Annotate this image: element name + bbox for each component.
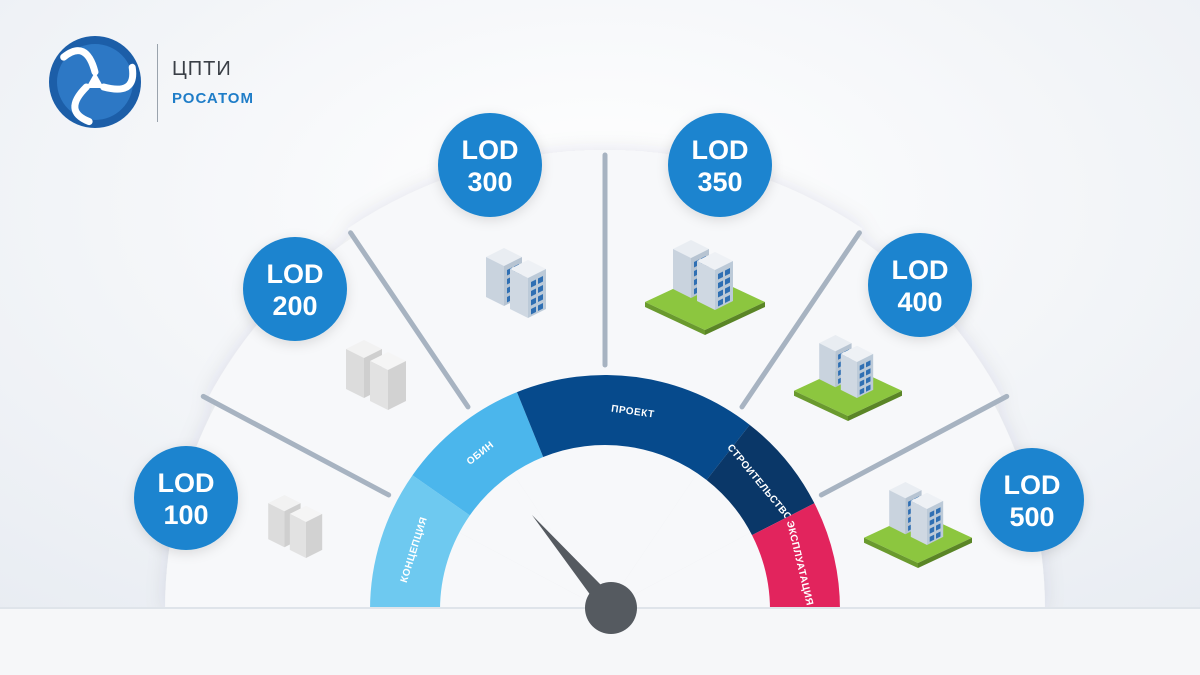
lod-circle [868,233,972,337]
lod-number: 500 [1009,502,1054,532]
phase-segment-1 [370,475,470,610]
phase-ring: КОНЦЕПЦИЯОБИНПРОЕКТСТРОИТЕЛЬСТВОЭКСПЛУАТ… [370,375,840,610]
building-with-trees-icon [864,482,972,568]
lod-label: LOD [892,255,949,285]
logo-divider [157,44,158,122]
lod-number: 300 [467,167,512,197]
building-white-medium-icon [346,340,406,410]
lod-number: 100 [163,500,208,530]
building-with-documents-icon [794,335,902,421]
building-icons [268,240,972,568]
brand-name: ЦПТИ [172,58,232,80]
building-white-small-icon [268,495,323,558]
lod-label: LOD [158,468,215,498]
lod-label: LOD [1004,470,1061,500]
brand-subtitle: РОСАТОМ [172,90,254,107]
fan-segment-1 [165,403,605,610]
lod-circle [668,113,772,217]
lod-number: 400 [897,287,942,317]
fan-divider-4 [739,230,862,410]
fan-divider-5 [818,393,1010,498]
lod-circle [134,446,238,550]
lod-number: 350 [697,167,742,197]
fan-dividers [200,152,1010,498]
phase-segment-2 [412,392,544,516]
lod-label: LOD [692,135,749,165]
needle-hub [585,582,637,634]
phase-segment-4 [706,424,815,536]
phase-segment-5 [752,503,840,610]
fan-divider-1 [200,393,392,498]
lod-number: 200 [272,291,317,321]
gauge-needle [532,515,637,634]
lod-circle [980,448,1084,552]
lod-circle [243,237,347,341]
building-glass-icon [486,248,546,318]
lod-circle [438,113,542,217]
fan-divider-2 [348,230,471,410]
lod-label: LOD [462,135,519,165]
lod-label: LOD [267,259,324,289]
fan-segment-3 [347,150,605,610]
rosatom-logo-icon [49,36,141,128]
phase-segment-3 [516,375,750,480]
fan-segment-4 [605,150,863,610]
building-with-pipes-icon [645,240,765,335]
